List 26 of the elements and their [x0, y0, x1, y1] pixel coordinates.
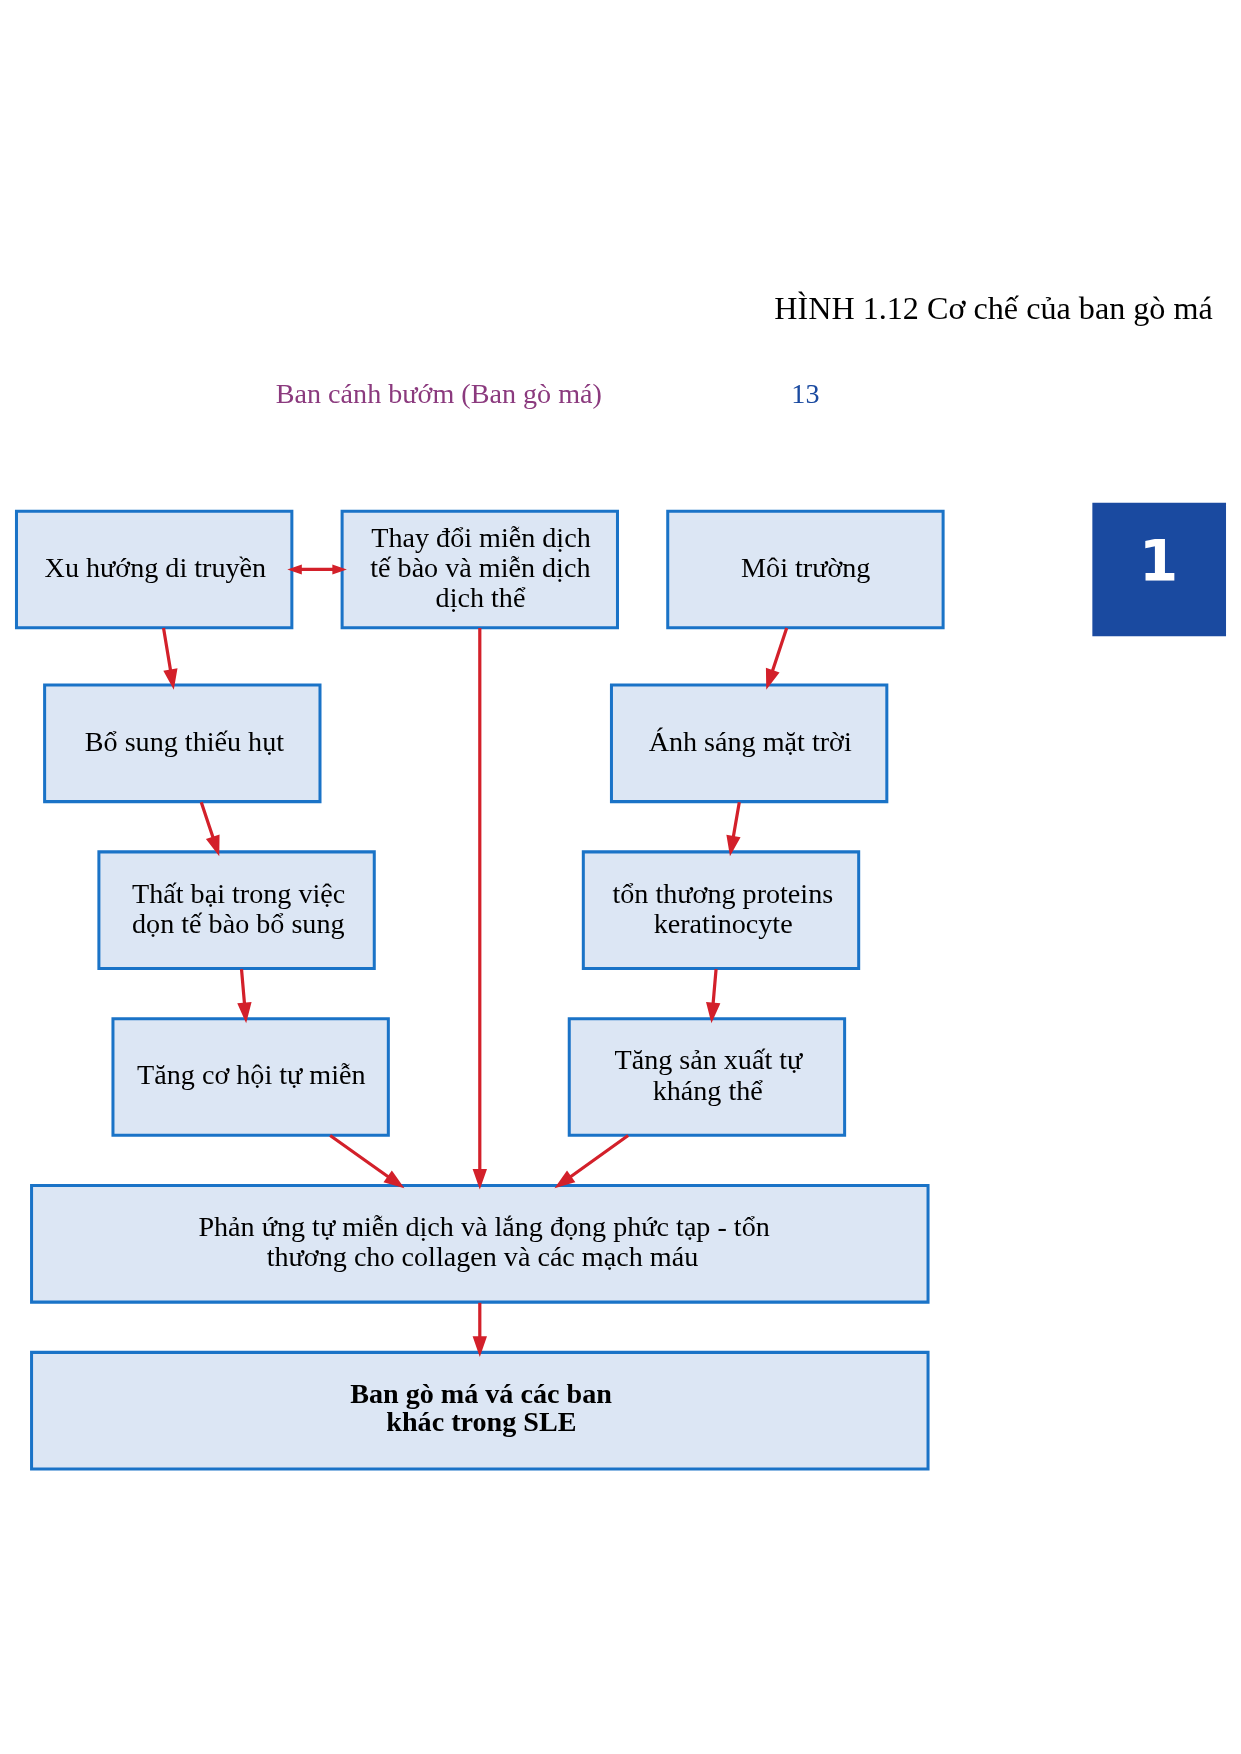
arrow	[554, 1134, 630, 1189]
arrow	[199, 801, 220, 857]
arrow	[161, 627, 178, 690]
node-box: tổn thương proteins keratinocyte	[581, 850, 861, 970]
node-box: Tăng sản xuất tự kháng thể	[567, 1017, 847, 1137]
node-box: Phản ứng tự miễn dịch và lắng đọng phức tạp - tổn thương cho collagen và các mạch máu	[30, 1184, 930, 1304]
label: 1	[1139, 529, 1179, 595]
arrow	[726, 802, 741, 857]
node-box: Xu hướng di truyền	[14, 509, 294, 630]
node-box: Thay đổi miễn dịch tế bào và miễn dịch dịch thể	[340, 509, 619, 630]
node-box: Ánh sáng mặt trời	[609, 683, 889, 804]
node-box: Ban gò má vá các ban khác trong SLE	[30, 1350, 930, 1471]
arrow	[472, 1302, 487, 1357]
node-box: Bổ sung thiếu hụt	[43, 683, 322, 804]
arrow	[287, 564, 347, 575]
arrow	[237, 969, 252, 1024]
label: 13	[791, 378, 820, 410]
node-box: Môi trường	[666, 509, 945, 630]
node-box: Tăng cơ hội tự miễn	[111, 1017, 390, 1137]
label: Ban cánh bướm (Ban gò má)	[275, 378, 602, 410]
arrow	[706, 969, 721, 1024]
caption: HÌNH 1.12 Cơ chế của ban gò má	[774, 289, 1213, 326]
node-box: Thất bại trong việc dọn tế bào bổ sung	[97, 850, 376, 970]
arrow	[329, 1134, 405, 1189]
arrow	[765, 627, 789, 690]
arrow	[472, 628, 487, 1190]
